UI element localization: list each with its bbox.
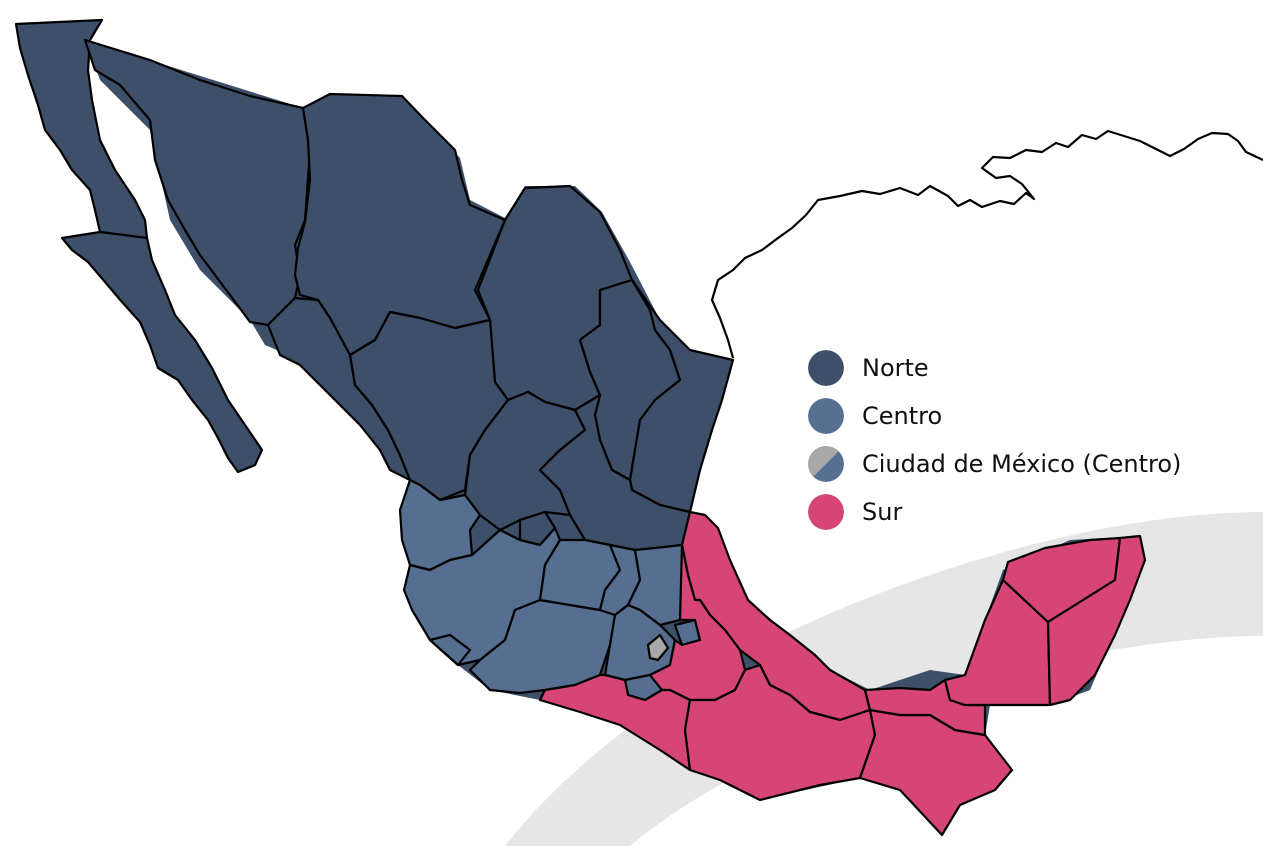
state-sonora — [83, 38, 312, 327]
legend-swatch-cdmx — [808, 446, 844, 482]
legend-item-centro: Centro — [808, 398, 1238, 434]
state-quintana-roo — [1046, 534, 1147, 707]
state-ciudad-de-mexico — [646, 633, 670, 662]
state-oaxaca — [683, 663, 877, 802]
legend-item-cdmx: Ciudad de México (Centro) — [808, 446, 1238, 482]
legend-swatch-centro — [808, 398, 844, 434]
legend-item-sur: Sur — [808, 494, 1238, 530]
state-chiapas — [858, 708, 1014, 837]
legend-label-norte: Norte — [862, 354, 929, 382]
region-sur — [538, 510, 1147, 837]
state-colima — [428, 633, 472, 667]
legend-label-cdmx: Ciudad de México (Centro) — [862, 450, 1182, 478]
region-norte — [14, 18, 735, 552]
us-gulf-coastline — [710, 129, 1263, 359]
state-baja-california-sur — [60, 230, 264, 474]
legend-label-sur: Sur — [862, 498, 903, 526]
state-guerrero — [538, 673, 692, 772]
region-centro — [398, 478, 702, 702]
legend-swatch-sur — [808, 494, 844, 530]
legend-label-centro: Centro — [862, 402, 943, 430]
legend-item-norte: Norte — [808, 350, 1238, 386]
map-legend: Norte Centro Ciudad de México (Centro) S… — [808, 350, 1238, 542]
legend-swatch-norte — [808, 350, 844, 386]
